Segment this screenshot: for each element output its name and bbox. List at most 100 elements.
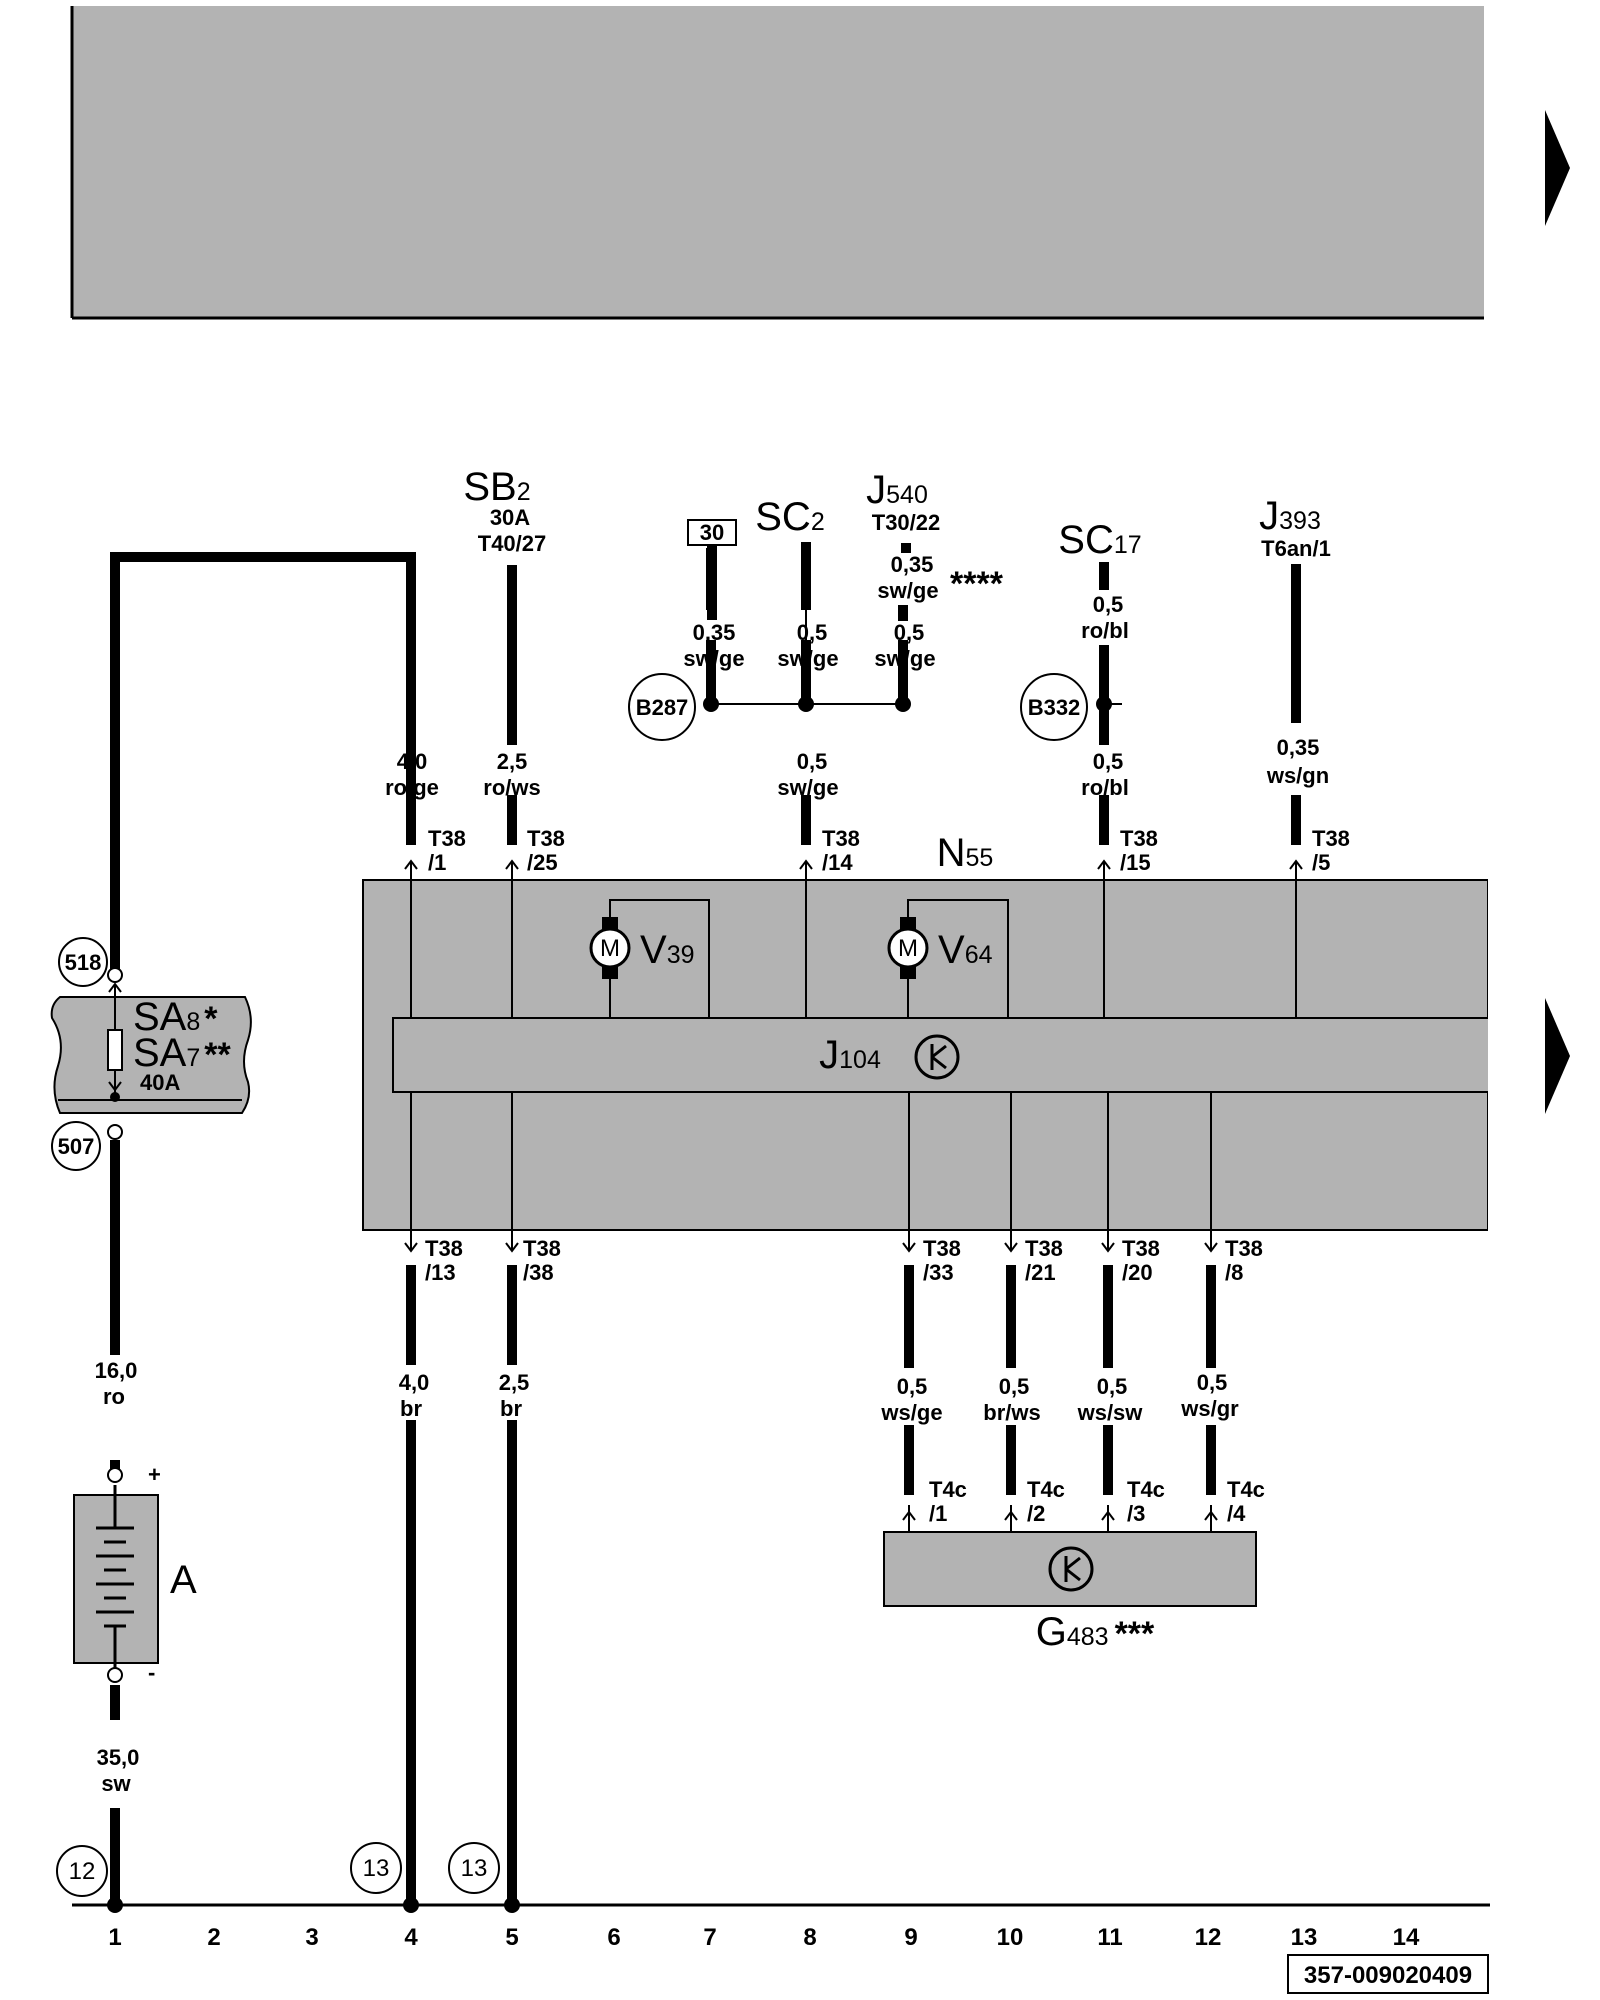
point-518-label: 518 — [65, 950, 102, 975]
wire-label-4-0-ro-ge-size: 4,0 — [397, 749, 428, 774]
wire-label-4-0-ro-ge-color: ro/ge — [385, 775, 439, 800]
track-number: 1 — [108, 1924, 121, 1951]
j393-label: J393 — [1259, 494, 1321, 538]
track-numbers: 1 2 3 4 5 6 7 8 9 10 11 12 13 14 — [108, 1924, 1420, 1951]
fuse-sa8-label: SA8* — [133, 995, 218, 1039]
track-number: 2 — [207, 1924, 220, 1951]
conn-t38-15-a: T38 — [1120, 826, 1158, 851]
ground-bus-thick — [706, 640, 908, 704]
battery-minus: - — [148, 1660, 155, 1685]
wire-label-2-5-ro-ws-color: ro/ws — [483, 775, 540, 800]
wire-label-j540-top-size: 0,35 — [891, 552, 934, 577]
conn-t38-5-b: /5 — [1312, 850, 1330, 875]
fuse-element — [107, 1029, 123, 1071]
track-number: 7 — [703, 1924, 716, 1951]
connector-labels: T38 /1 T38 /25 T38 /14 T38 /15 T38 /5 T3… — [425, 826, 1350, 1526]
conn-t38-25-b: /25 — [527, 850, 558, 875]
wire-labels: 4,0 ro/ge 2,5 ro/ws 0,35 sw/ge 0,5 sw/ge… — [95, 552, 1330, 1796]
conn-t4c-3-a: T4c — [1127, 1477, 1165, 1502]
conn-t38-21-b: /21 — [1025, 1260, 1056, 1285]
j540-mark: **** — [950, 565, 1004, 603]
v39-motor-symbol: M — [600, 935, 620, 962]
fuse-rating: 40A — [140, 1070, 180, 1095]
conn-t38-13-a: T38 — [425, 1236, 463, 1261]
wire-label-j393-color: ws/gn — [1266, 763, 1329, 788]
wire-label-35-0-color: sw — [101, 1771, 131, 1796]
conn-t38-14-b: /14 — [822, 850, 853, 875]
sb2-terminal: T40/27 — [478, 531, 547, 556]
wire-label-sc2-color: sw/ge — [777, 646, 838, 671]
conn-t4c-2-a: T4c — [1027, 1477, 1065, 1502]
conn-t38-33-b: /33 — [923, 1260, 954, 1285]
j104-label: J104 — [819, 1033, 881, 1077]
wire-label-2-5-ro-ws-size: 2,5 — [497, 749, 528, 774]
track-number: 12 — [1195, 1924, 1222, 1951]
wire-label-sc17-low-color: ro/bl — [1081, 775, 1129, 800]
wire-label-ws-ge-color: ws/ge — [880, 1400, 942, 1425]
wire-label-ws-ge-size: 0,5 — [897, 1374, 928, 1399]
wire-label-4-0-br-color: br — [400, 1396, 422, 1421]
wire-label-sc17-color: ro/bl — [1081, 618, 1129, 643]
j540-terminal: T30/22 — [872, 510, 941, 535]
sb2-label: SB2 — [463, 465, 530, 509]
b332-label: B332 — [1028, 695, 1081, 720]
wire-label-16-0-color: ro — [103, 1384, 125, 1409]
ground-bus-dots — [107, 1897, 520, 1913]
wire-label-ws-sw-size: 0,5 — [1097, 1374, 1128, 1399]
earth-ref-13-a: 13 — [363, 1855, 390, 1882]
v64-label: V64 — [938, 928, 993, 972]
ground-point-circles — [51, 673, 1088, 1897]
wire-label-j393-size: 0,35 — [1277, 735, 1320, 760]
conn-t38-13-b: /13 — [425, 1260, 456, 1285]
v39-label: V39 — [640, 928, 695, 972]
conn-t38-38-a: T38 — [523, 1236, 561, 1261]
wire-label-sc2-low-size: 0,5 — [797, 749, 828, 774]
continuation-arrow-top — [1545, 110, 1570, 226]
battery-label: A — [170, 1558, 197, 1602]
terminal-30-label: 30 — [700, 520, 724, 545]
j104-bar — [392, 1017, 1494, 1093]
conn-t38-38-b: /38 — [523, 1260, 554, 1285]
conn-t38-5-a: T38 — [1312, 826, 1350, 851]
wire-label-16-0-size: 16,0 — [95, 1358, 138, 1383]
conn-t38-14-a: T38 — [822, 826, 860, 851]
conn-t38-21-a: T38 — [1025, 1236, 1063, 1261]
j540-dashed-wire — [898, 543, 911, 621]
track-number: 6 — [607, 1924, 620, 1951]
fuse-box — [50, 996, 252, 1114]
g483-sensor-symbol — [1048, 1546, 1094, 1592]
wire-label-b287-color: sw/ge — [683, 646, 744, 671]
j540-label: J540 — [866, 468, 928, 512]
point-507-label: 507 — [58, 1134, 95, 1159]
sc17-label: SC17 — [1058, 518, 1141, 562]
conn-t38-8-a: T38 — [1225, 1236, 1263, 1261]
track-number: 3 — [305, 1924, 318, 1951]
junction-dots — [110, 696, 1112, 1102]
conn-t38-1-b: /1 — [428, 850, 446, 875]
conn-t38-8-b: /8 — [1225, 1260, 1243, 1285]
wire-label-j540-color: sw/ge — [874, 646, 935, 671]
wire-label-br-ws-size: 0,5 — [999, 1374, 1030, 1399]
conn-t4c-2-b: /2 — [1027, 1501, 1045, 1526]
fuse-sa7-label: SA7** — [133, 1031, 231, 1075]
v39-motor: M — [589, 917, 631, 979]
conn-t4c-1-a: T4c — [929, 1477, 967, 1502]
n55-label: N55 — [937, 831, 994, 875]
wire-label-sc17-size: 0,5 — [1093, 592, 1124, 617]
earth-ref-13-b: 13 — [461, 1855, 488, 1882]
conn-t38-1-a: T38 — [428, 826, 466, 851]
v64-motor-symbol: M — [898, 935, 918, 962]
wire-label-2-5-br-size: 2,5 — [499, 1370, 530, 1395]
conn-t4c-1-b: /1 — [929, 1501, 947, 1526]
wire-label-br-ws-color: br/ws — [983, 1400, 1040, 1425]
header-panel — [72, 6, 1484, 318]
earth-ref-12: 12 — [69, 1858, 96, 1885]
track-number: 5 — [505, 1924, 518, 1951]
track-number: 10 — [997, 1924, 1024, 1951]
sb2-rating: 30A — [490, 505, 530, 530]
wire-label-j540-size: 0,5 — [894, 620, 925, 645]
conn-t38-33-a: T38 — [923, 1236, 961, 1261]
terminal-circles — [107, 967, 123, 1683]
v64-motor: M — [887, 917, 929, 979]
